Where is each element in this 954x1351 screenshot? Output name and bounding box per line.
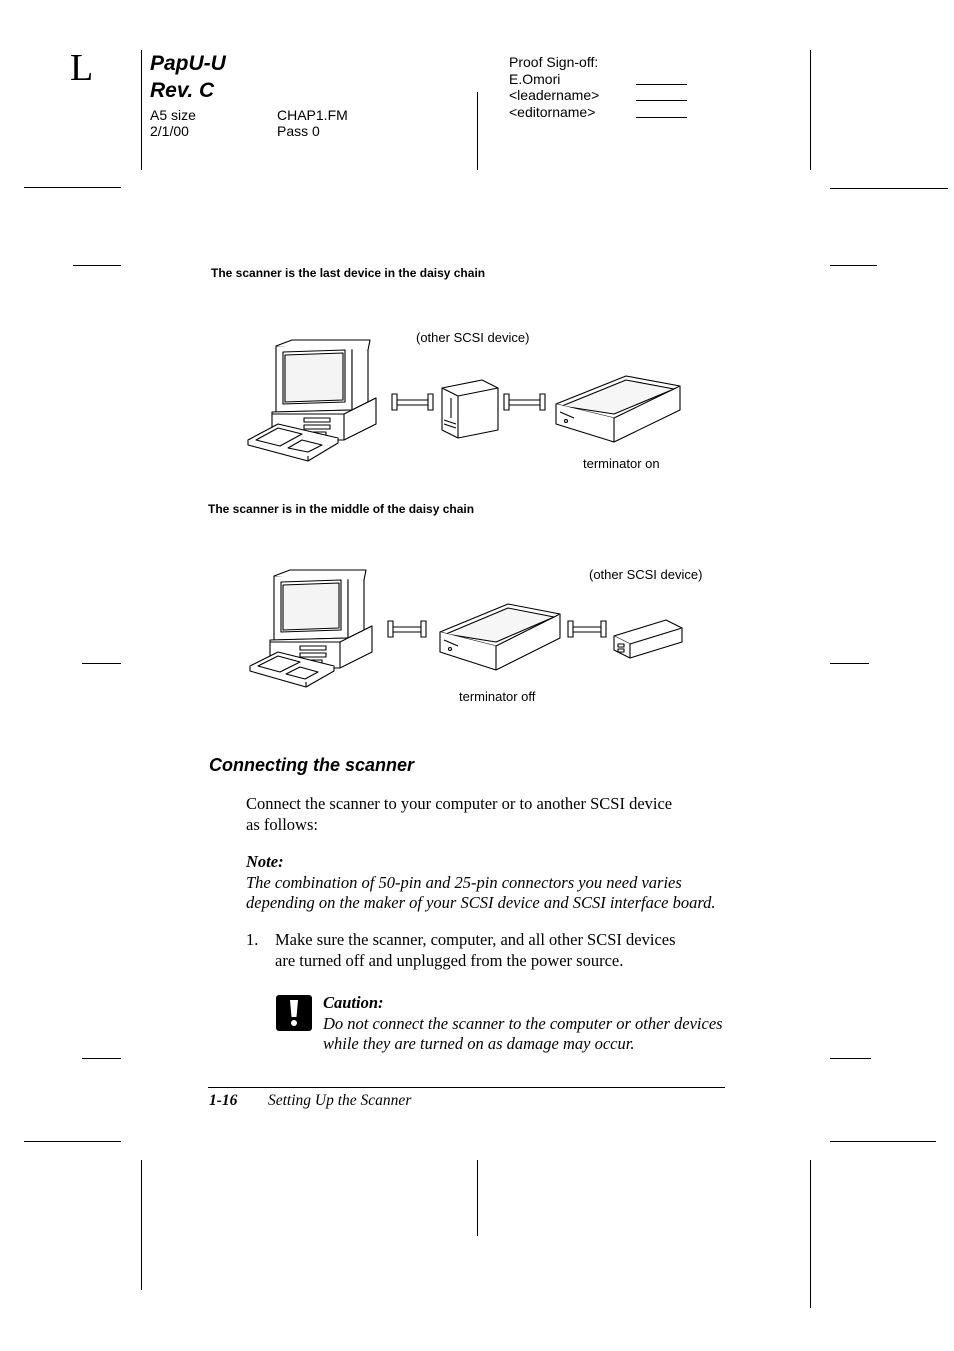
figure-1-terminator-label: terminator on	[583, 456, 660, 471]
header-divider-right	[810, 50, 811, 170]
crop-mark	[82, 1058, 121, 1059]
pass-number: Pass 0	[277, 123, 320, 139]
crop-mark	[141, 1160, 142, 1290]
scanner-icon	[556, 376, 680, 442]
crop-mark	[477, 1160, 478, 1236]
figure-2-other-device-label: (other SCSI device)	[589, 567, 703, 582]
crop-mark	[24, 1141, 121, 1142]
signoff-line-2	[636, 100, 687, 101]
intro-line-1: Connect the scanner to your computer or …	[246, 794, 673, 813]
note-line-2: depending on the maker of your SCSI devi…	[246, 893, 716, 912]
figure-1-other-device-label: (other SCSI device)	[416, 330, 530, 345]
proof-name-3: <editorname>	[509, 104, 596, 120]
caution-line-1: Do not connect the scanner to the comput…	[323, 1014, 723, 1033]
page-number: 1-16	[209, 1092, 238, 1109]
crop-mark	[830, 1141, 936, 1142]
proof-name-1: E.Omori	[509, 71, 561, 87]
signoff-line-3	[636, 117, 687, 118]
step-line-1: Make sure the scanner, computer, and all…	[275, 930, 676, 949]
caution-line-2: while they are turned on as damage may o…	[323, 1034, 635, 1053]
figure-1-title: The scanner is the last device in the da…	[211, 266, 486, 280]
crop-mark	[810, 1160, 811, 1308]
external-scsi-device-icon	[614, 620, 682, 658]
crop-mark	[830, 1058, 871, 1059]
footer-rule	[208, 1087, 725, 1088]
section-heading: Connecting the scanner	[209, 755, 415, 775]
crop-mark	[24, 187, 121, 188]
note-line-1: The combination of 50-pin and 25-pin con…	[246, 873, 682, 892]
proof-signoff-title: Proof Sign-off:	[509, 54, 599, 70]
scsi-cable	[388, 621, 426, 637]
figure-2-title: The scanner is in the middle of the dais…	[208, 502, 475, 516]
file-name: CHAP1.FM	[277, 107, 348, 123]
crop-mark	[73, 265, 121, 266]
crop-mark	[830, 188, 948, 189]
computer-icon	[248, 340, 376, 461]
product-revision: Rev. C	[150, 79, 215, 102]
product-name: PapU-U	[150, 52, 226, 75]
scanner-icon	[440, 604, 560, 670]
scsi-cable	[504, 394, 545, 410]
header-divider-mid	[477, 92, 478, 170]
doc-date: 2/1/00	[150, 123, 189, 139]
corner-mark: L	[70, 47, 94, 89]
computer-icon	[250, 570, 372, 687]
proof-name-2: <leadername>	[509, 87, 600, 103]
step-line-2: are turned off and unplugged from the po…	[275, 951, 624, 970]
scsi-cable	[568, 621, 606, 637]
chapter-title: Setting Up the Scanner	[268, 1092, 412, 1109]
caution-icon	[276, 995, 312, 1031]
crop-mark	[830, 663, 869, 664]
note-label: Note:	[246, 852, 284, 871]
step-number: 1.	[246, 930, 259, 949]
header-divider-left	[141, 50, 142, 170]
scsi-cable	[392, 394, 433, 410]
signoff-line-1	[636, 84, 687, 85]
crop-mark	[830, 265, 877, 266]
external-scsi-device-icon	[442, 380, 498, 438]
crop-mark	[82, 663, 121, 664]
page-size: A5 size	[150, 107, 196, 123]
intro-line-2: as follows:	[246, 815, 318, 834]
caution-label: Caution:	[323, 993, 384, 1012]
figure-2-terminator-label: terminator off	[459, 689, 536, 704]
